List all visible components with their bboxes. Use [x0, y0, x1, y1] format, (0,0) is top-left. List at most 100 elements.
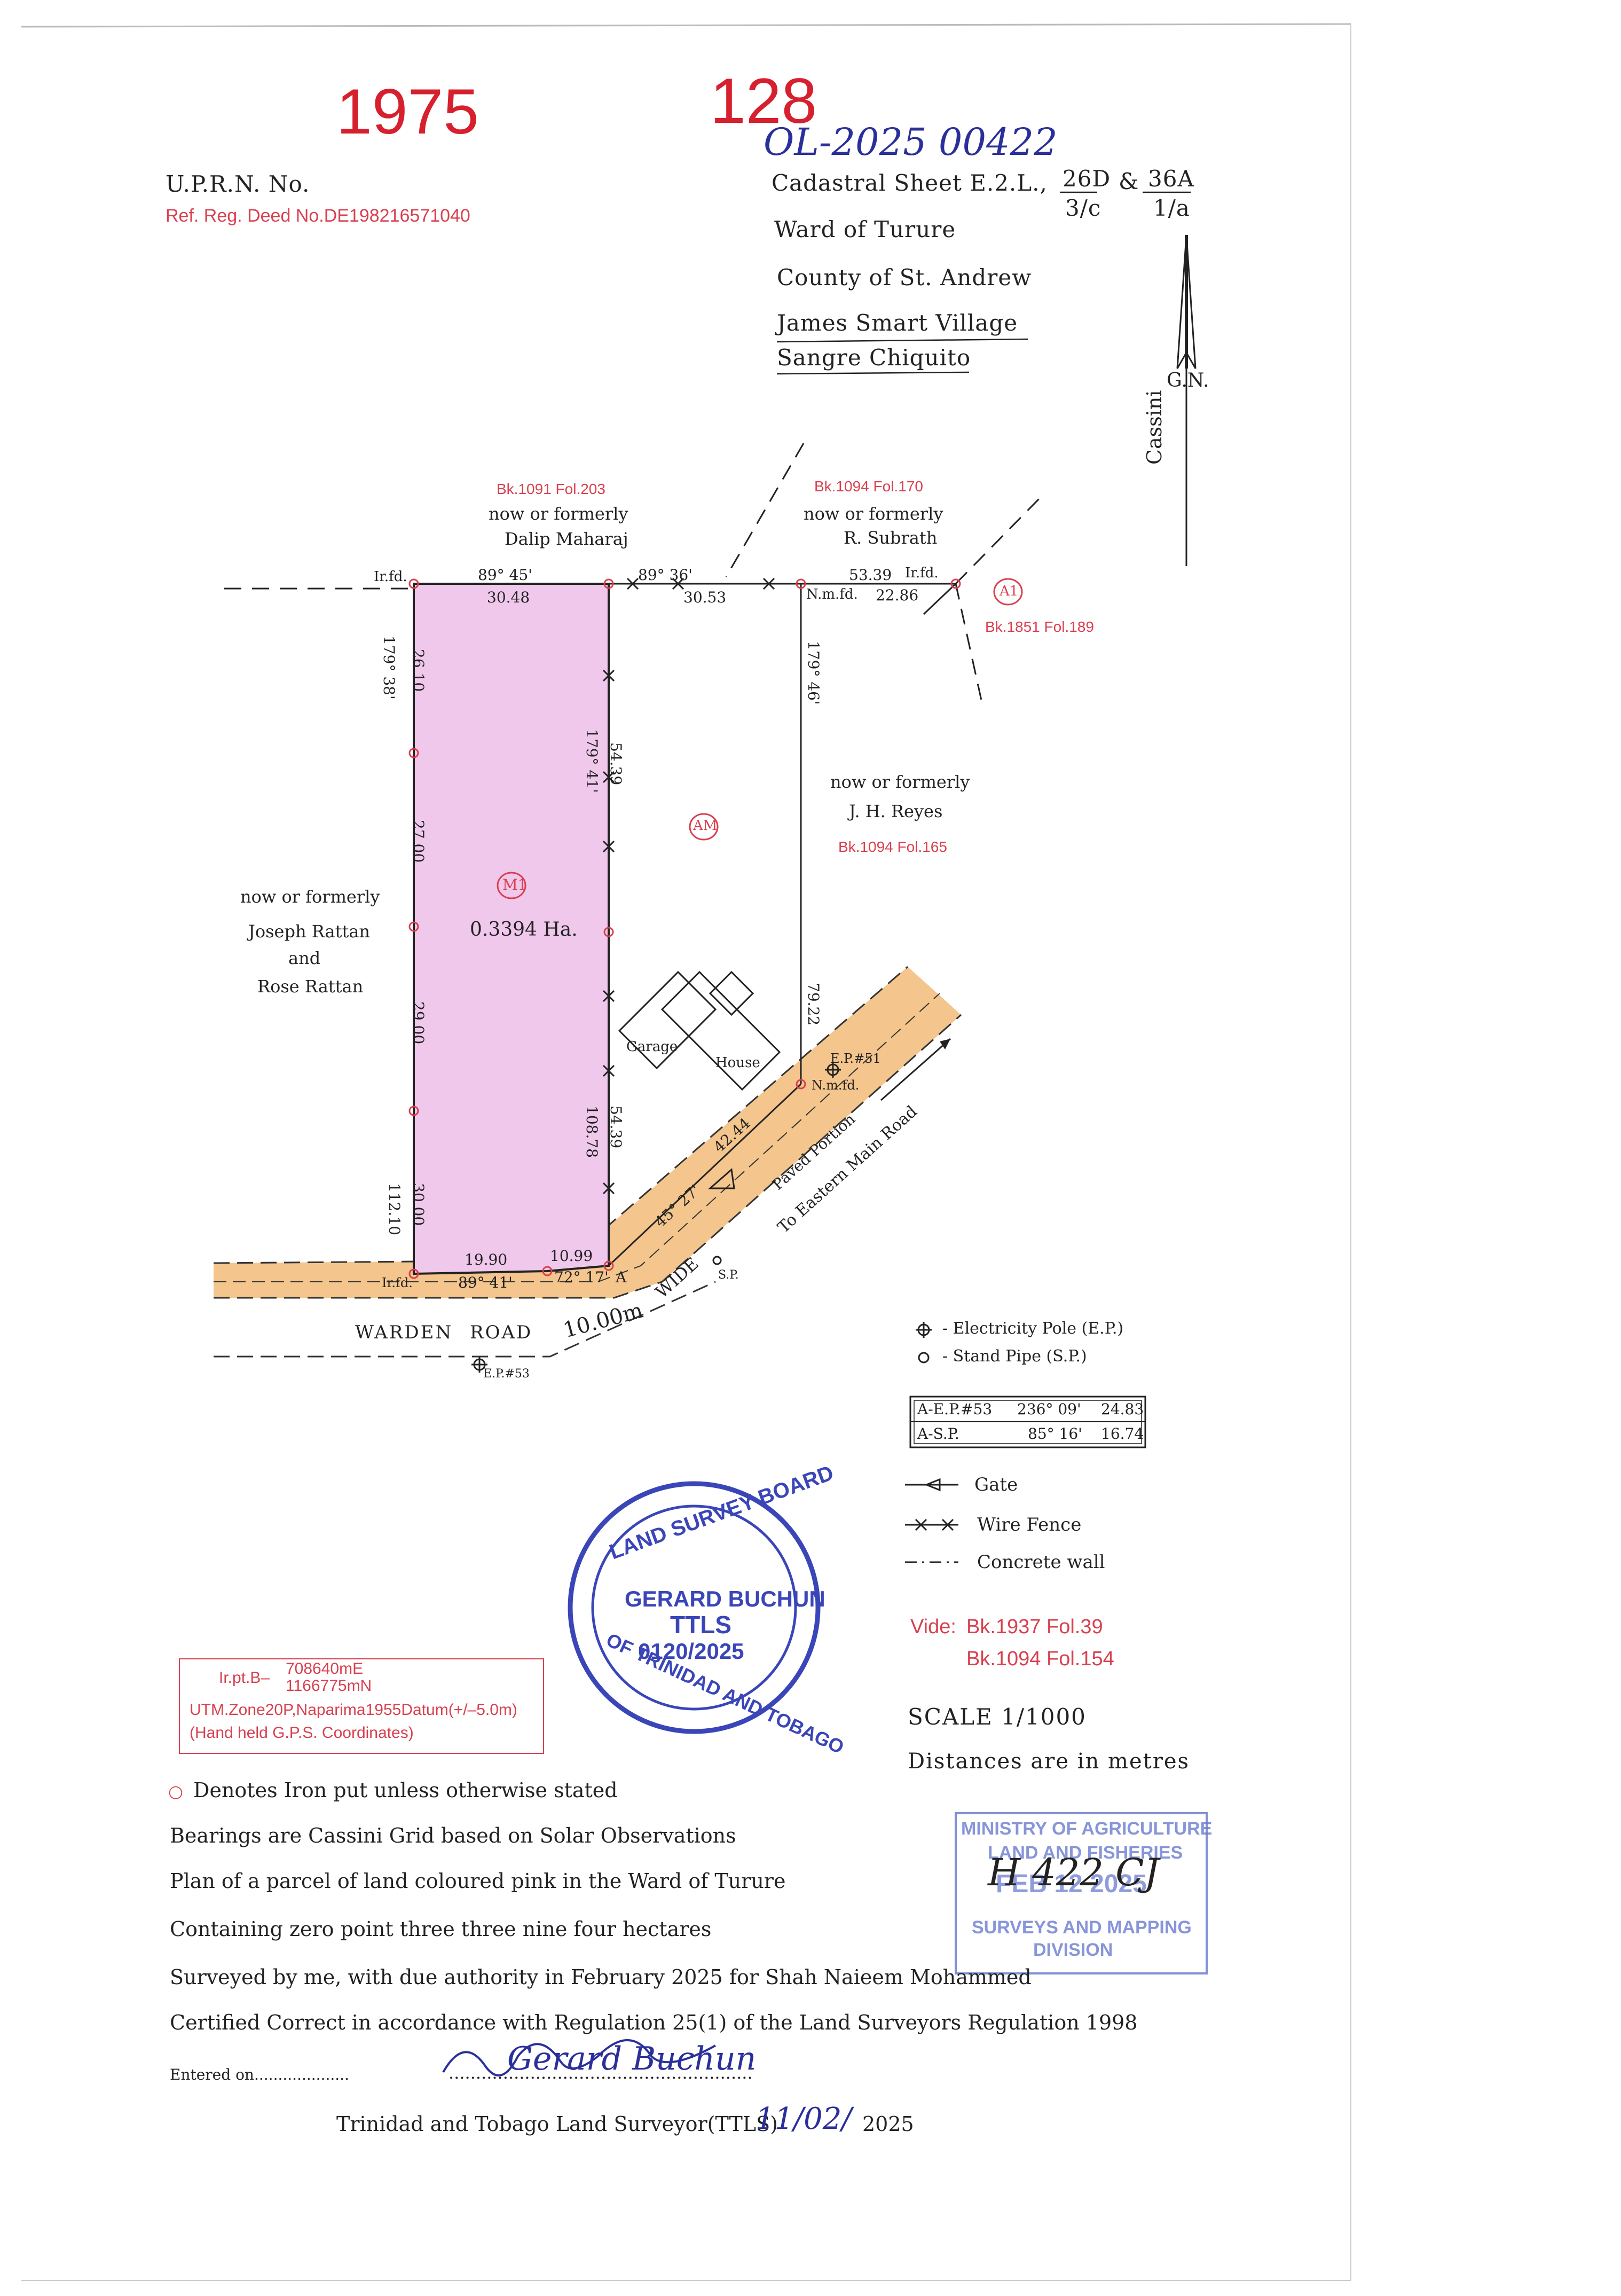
signature: Gerard Buchun	[507, 2040, 757, 2078]
legend-ep-text: - Electricity Pole (E.P.)	[942, 1319, 1124, 1338]
scale: SCALE 1/1000	[908, 1704, 1087, 1730]
ir-fd-ne: Ir.fd.	[905, 565, 939, 581]
legend-sp-text: - Stand Pipe (S.P.)	[942, 1347, 1087, 1366]
boundary-short	[923, 583, 957, 615]
ministry-handwritten: H 422 CJ	[988, 1851, 1159, 1894]
note-plan: Plan of a parcel of land coloured pink i…	[170, 1869, 786, 1893]
village: James Smart Village	[777, 310, 1018, 336]
sheet-a-bottom: 3/c	[1065, 195, 1101, 221]
stamp-number: 0120/2025	[638, 1639, 744, 1664]
note-iron-put: Denotes Iron put unless otherwise stated	[193, 1778, 618, 1802]
village-underline	[776, 338, 1028, 343]
eastern-road-arrow-line	[880, 1038, 951, 1101]
stamp-name: GERARD BUCHUN	[625, 1586, 825, 1611]
boundary-dash-1	[725, 443, 805, 577]
gps-coordinates-box	[179, 1658, 544, 1754]
ir-fd-sw: Ir.fd.	[382, 1275, 413, 1290]
note-surveyed: Surveyed by me, with due authority in Fe…	[170, 1965, 1032, 1989]
corner-a1-label: A1	[1000, 583, 1019, 599]
county: County of St. Andrew	[777, 264, 1032, 291]
legend-sp-icon	[918, 1352, 930, 1364]
uprn-label: U.P.R.N. No.	[166, 171, 310, 197]
sp-label: S.P.	[718, 1268, 739, 1282]
sheet-a-top: 26D	[1063, 166, 1111, 192]
cassini-label: Cassini	[1143, 390, 1166, 465]
ministry-date: FEB 12 2025	[996, 1870, 1147, 1898]
road-edge-south	[214, 1014, 962, 1299]
ministry-stamp-frame	[955, 1812, 1208, 1974]
note-certified: Certified Correct in accordance with Reg…	[170, 2011, 1138, 2034]
owner-east-corner-ref: Bk.1851 Fol.189	[985, 618, 1094, 635]
south-dist: 19.90	[465, 1251, 508, 1268]
owner-west-name1: Joseph Rattan	[248, 921, 371, 942]
warden-road-area	[214, 967, 961, 1298]
garage-outline	[618, 970, 717, 1070]
wire-fence-marks	[602, 577, 775, 1195]
tie-row2-bearing: 85° 16'	[1028, 1425, 1082, 1443]
west-seg1: 26.10	[410, 649, 427, 692]
nm-fd-north: N.m.fd.	[806, 586, 858, 602]
ministry-line4: DIVISION	[1033, 1940, 1113, 1960]
ward: Ward of Turure	[774, 216, 956, 242]
land-survey-board-stamp	[568, 1481, 821, 1734]
signature-scribble	[442, 2039, 716, 2076]
road-outer-south	[214, 1281, 716, 1358]
boundary-dash-3	[955, 583, 983, 706]
legend-wire-fence-text: Wire Fence	[977, 1514, 1082, 1535]
east-seg1: 54.39	[607, 742, 625, 786]
note-containing: Containing zero point three three nine f…	[170, 1917, 712, 1941]
road-road: ROAD	[470, 1322, 533, 1343]
owner-west-name2: Rose Rattan	[257, 976, 364, 997]
ep53-label: E.P.#53	[483, 1367, 530, 1381]
owner-east-line1: now or formerly	[830, 772, 970, 792]
sheet-b-bottom: 1/a	[1153, 195, 1190, 221]
parcel-area: 0.3394 Ha.	[470, 919, 578, 941]
sheet-amp: &	[1119, 168, 1139, 194]
owner-ne-ref: Bk.1094 Fol.170	[814, 478, 923, 495]
ep-symbols	[471, 1062, 841, 1373]
north-east-dist: 22.86	[876, 586, 919, 604]
handwritten-reference: OL-2025 00422	[764, 120, 1058, 164]
gps-easting: 708640mE	[286, 1660, 364, 1678]
owner-nw-ref: Bk.1091 Fol.203	[497, 481, 605, 497]
am-east-bearing: 179° 46'	[805, 641, 822, 705]
house-outline	[660, 970, 781, 1091]
legend-gate-text: Gate	[974, 1474, 1018, 1495]
tie-row2-dist: 16.74	[1101, 1425, 1144, 1443]
tie-row1-bearing: 236° 09'	[1017, 1400, 1081, 1418]
west-seg2: 27.00	[410, 820, 427, 863]
owner-west-line1: now or formerly	[240, 887, 380, 907]
west-bearing: 179° 38'	[380, 636, 398, 700]
note-surveyor: Trinidad and Tobago Land Surveyor(TTLS)	[336, 2112, 778, 2136]
north-mid-dist: 30.53	[683, 589, 727, 606]
east-seg2: 54.39	[607, 1106, 625, 1149]
east-total: 108.78	[583, 1106, 601, 1158]
garage-label: Garage	[626, 1039, 678, 1055]
vide-ref1: Bk.1937 Fol.39	[966, 1616, 1103, 1638]
owner-west-and: and	[288, 948, 321, 968]
owner-ne-name: R. Subrath	[844, 528, 938, 548]
road-warden: WARDEN	[355, 1322, 453, 1343]
sheet-b-top: 36A	[1148, 166, 1194, 192]
vide-label: Vide:	[910, 1616, 956, 1638]
cadastral-sheet: Cadastral Sheet E.2.L.,	[772, 170, 1048, 196]
west-total: 112.10	[385, 1183, 403, 1235]
owner-nw-name: Dalip Maharaj	[505, 529, 628, 549]
west-seg4: 30.00	[410, 1183, 427, 1226]
page-top-edge	[21, 23, 1351, 28]
gps-datum: UTM.Zone20P,Naparima1955Datum(+/–5.0m)	[190, 1701, 517, 1719]
owner-east-name: J. H. Reyes	[849, 801, 943, 821]
ministry-line3: SURVEYS AND MAPPING	[972, 1917, 1192, 1938]
owner-nw-line1: now or formerly	[489, 504, 628, 524]
north-east-total: 53.39	[849, 566, 892, 584]
place-underline	[776, 371, 970, 375]
scale-units: Distances are in metres	[908, 1749, 1190, 1774]
stamp-title: TTLS	[670, 1611, 731, 1639]
file-number-1: 1975	[336, 76, 479, 147]
place: Sangre Chiquito	[777, 344, 971, 371]
road-center-line	[214, 993, 940, 1282]
north-mid-bearing: 89° 36'	[638, 566, 693, 584]
vide-ref2: Bk.1094 Fol.154	[966, 1648, 1114, 1670]
ref-reg-deed: Ref. Reg. Deed No.DE198216571040	[166, 206, 470, 226]
